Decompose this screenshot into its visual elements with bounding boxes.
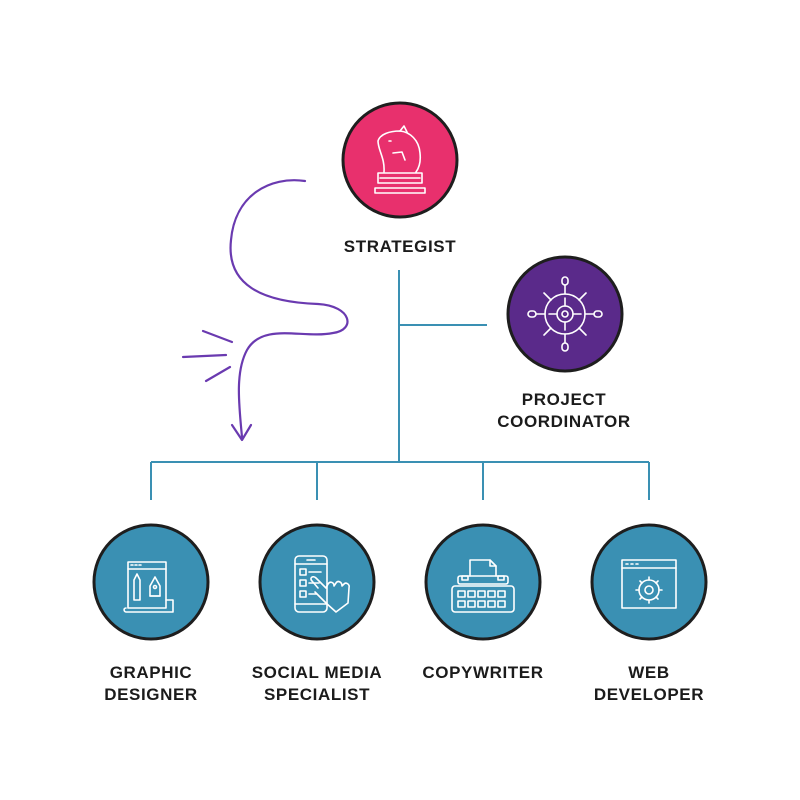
scribble-arrow [181,179,349,442]
ship-wheel-icon [527,276,603,352]
copywriter-label: COPYWRITER [383,662,583,684]
graphic-designer-label-line-1: GRAPHIC [109,663,193,682]
web-developer-node [590,523,708,641]
strategist-circle [341,101,459,219]
social-media-circle [258,523,376,641]
coordinator-label-line-1: PROJECT [521,390,607,409]
copywriter-label-line-1: COPYWRITER [422,663,544,682]
phone-touch-icon [294,555,350,613]
connector-lines [150,270,650,500]
copywriter-circle [424,523,542,641]
social-media-label-line-2: SPECIALIST [263,685,371,704]
social-media-node [258,523,376,641]
strategist-label: STRATEGIST [300,236,500,258]
coordinator-node [506,255,624,373]
web-developer-label-line-1: WEB [628,663,670,682]
chess-knight-icon [374,125,426,194]
web-developer-label-line-2: DEVELOPER [593,685,705,704]
social-media-label-line-1: SOCIAL MEDIA [251,663,383,682]
typewriter-icon [451,559,515,613]
strategist-label-line-1: STRATEGIST [343,237,457,256]
social-media-label: SOCIAL MEDIA SPECIALIST [217,662,417,706]
web-developer-label: WEB DEVELOPER [549,662,749,706]
graphic-designer-label: GRAPHIC DESIGNER [51,662,251,706]
coordinator-label-line-2: COORDINATOR [497,412,631,431]
graphic-designer-label-line-2: DESIGNER [104,685,198,704]
coordinator-label: PROJECT COORDINATOR [464,389,664,433]
graphic-designer-node [92,523,210,641]
pen-tablet-icon [123,561,174,613]
graphic-designer-circle [92,523,210,641]
strategist-node [341,101,459,219]
copywriter-node [424,523,542,641]
coordinator-circle [506,255,624,373]
web-developer-circle [590,523,708,641]
browser-gear-icon [621,559,677,609]
